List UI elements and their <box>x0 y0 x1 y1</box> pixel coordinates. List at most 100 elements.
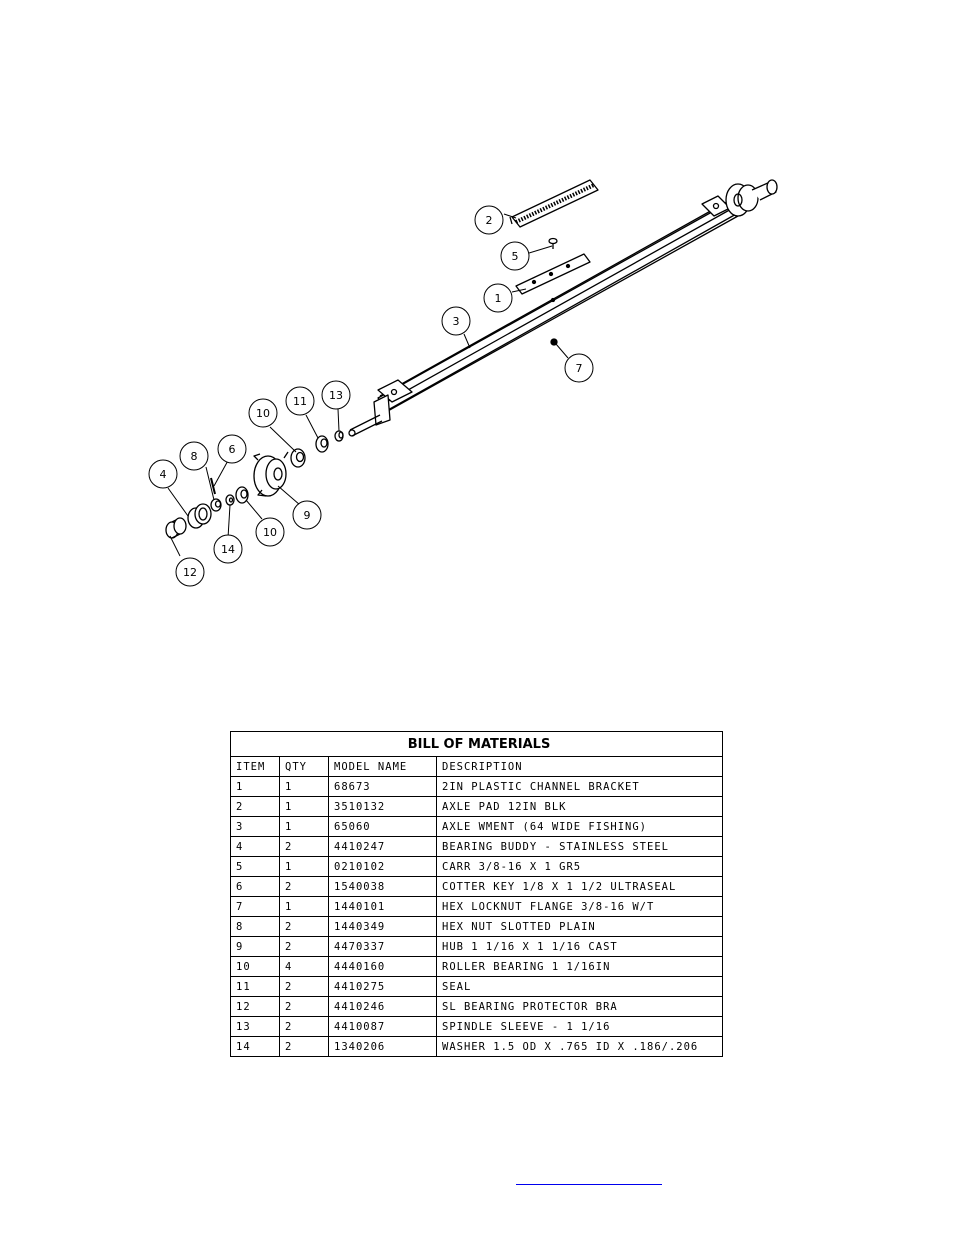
qty-cell: 2 <box>279 1016 329 1037</box>
balloon-8: 8 <box>179 441 209 471</box>
balloon-3: 3 <box>441 306 471 336</box>
model-name-cell: 4410246 <box>328 996 437 1017</box>
balloon-9: 9 <box>292 500 322 530</box>
model-name-cell: 4470337 <box>328 936 437 957</box>
svg-text:10: 10 <box>256 407 270 420</box>
axle-beam <box>377 198 739 413</box>
qty-cell: 2 <box>279 996 329 1017</box>
model-name-cell: 3510132 <box>328 796 437 817</box>
footer-link[interactable] <box>516 1170 662 1185</box>
description-cell: SEAL <box>435 976 724 997</box>
roller-bearing-lower <box>235 486 249 504</box>
description-cell: SPINDLE SLEEVE - 1 1/16 <box>435 1016 724 1037</box>
balloon-7: 7 <box>564 353 594 383</box>
balloon-11: 11 <box>285 386 315 416</box>
svg-text:11: 11 <box>293 395 307 408</box>
balloon-13: 13 <box>321 380 351 410</box>
balloons: 2 5 1 3 7 13 11 10 6 8 4 9 10 14 12 <box>148 205 594 587</box>
item-cell: 5 <box>230 856 280 877</box>
qty-cell: 2 <box>279 1036 329 1057</box>
item-cell: 12 <box>230 996 280 1017</box>
balloon-14: 14 <box>213 534 243 564</box>
qty-cell: 2 <box>279 876 329 897</box>
roller-bearing-upper <box>290 448 306 468</box>
balloon-6: 6 <box>217 434 247 464</box>
svg-text:9: 9 <box>304 509 311 522</box>
model-name-cell: 4440160 <box>328 956 437 977</box>
svg-text:12: 12 <box>183 566 197 579</box>
balloon-10-lower: 10 <box>255 517 285 547</box>
description-cell: HEX LOCKNUT FLANGE 3/8-16 W/T <box>435 896 724 917</box>
description-cell: CARR 3/8-16 X 1 GR5 <box>435 856 724 877</box>
qty-cell: 1 <box>279 796 329 817</box>
qty-cell: 2 <box>279 976 329 997</box>
model-name-cell: 4410087 <box>328 1016 437 1037</box>
svg-text:1: 1 <box>495 292 502 305</box>
qty-cell: 4 <box>279 956 329 977</box>
description-cell: BEARING BUDDY - STAINLESS STEEL <box>435 836 724 857</box>
exploded-axle-diagram: 2 5 1 3 7 13 11 10 6 8 4 9 10 14 12 <box>148 179 778 587</box>
model-name-cell: 1440101 <box>328 896 437 917</box>
bearing-protector-bra <box>165 517 187 539</box>
cotter-key <box>210 477 216 495</box>
description-cell: COTTER KEY 1/8 X 1 1/2 ULTRASEAL <box>435 876 724 897</box>
model-name-cell: 1540038 <box>328 876 437 897</box>
item-cell: 2 <box>230 796 280 817</box>
qty-cell: 2 <box>279 936 329 957</box>
washer <box>225 494 235 506</box>
item-cell: 3 <box>230 816 280 837</box>
right-axle-end <box>701 179 778 217</box>
model-name-cell: 1340206 <box>328 1036 437 1057</box>
description-cell: HEX NUT SLOTTED PLAIN <box>435 916 724 937</box>
svg-text:5: 5 <box>512 250 519 263</box>
bom-header-row: ITEM QTY MODEL NAME DESCRIPTION <box>230 756 724 777</box>
bill-of-materials-table: BILL OF MATERIALS ITEM QTY MODEL NAME DE… <box>229 731 724 1057</box>
model-name-cell: 0210102 <box>328 856 437 877</box>
svg-text:13: 13 <box>329 389 343 402</box>
item-cell: 13 <box>230 1016 280 1037</box>
description-cell: AXLE PAD 12IN BLK <box>435 796 724 817</box>
description-cell: AXLE WMENT (64 WIDE FISHING) <box>435 816 724 837</box>
header-description: DESCRIPTION <box>435 756 724 777</box>
model-name-cell: 65060 <box>328 816 437 837</box>
qty-cell: 2 <box>279 916 329 937</box>
carriage-bolt <box>548 237 558 249</box>
item-cell: 9 <box>230 936 280 957</box>
header-model-name: MODEL NAME <box>328 756 437 777</box>
svg-text:8: 8 <box>191 450 198 463</box>
item-cell: 4 <box>230 836 280 857</box>
header-qty: QTY <box>279 756 329 777</box>
model-name-cell: 68673 <box>328 776 437 797</box>
svg-text:14: 14 <box>221 543 235 556</box>
item-cell: 14 <box>230 1036 280 1057</box>
channel-bracket <box>515 253 591 303</box>
svg-text:6: 6 <box>229 443 236 456</box>
balloon-5: 5 <box>500 241 530 271</box>
description-cell: WASHER 1.5 OD X .765 ID X .186/.206 <box>435 1036 724 1057</box>
description-cell: HUB 1 1/16 X 1 1/16 CAST <box>435 936 724 957</box>
model-name-cell: 4410247 <box>328 836 437 857</box>
svg-text:10: 10 <box>263 526 277 539</box>
qty-cell: 1 <box>279 896 329 917</box>
model-name-cell: 4410275 <box>328 976 437 997</box>
svg-text:3: 3 <box>453 315 460 328</box>
bearing-buddy <box>187 503 212 529</box>
slotted-hex-nut <box>210 498 222 512</box>
balloon-4: 4 <box>148 459 178 489</box>
model-name-cell: 1440349 <box>328 916 437 937</box>
balloon-10-upper: 10 <box>248 398 278 428</box>
